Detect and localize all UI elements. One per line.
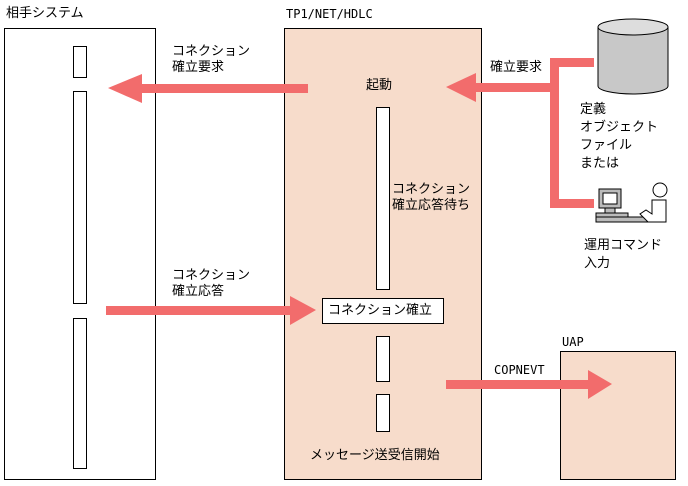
definition-label-line1: 定義 — [580, 102, 607, 117]
partner-activity-bar — [73, 91, 87, 304]
tp1-activity-bar — [376, 107, 390, 290]
database-cylinder-icon — [597, 18, 669, 95]
definition-label-line2: オブジェクト — [580, 120, 659, 135]
partner-system-title: 相手システム — [6, 6, 84, 21]
operator-at-computer-icon — [595, 182, 668, 223]
partner-activity-bar — [73, 46, 87, 78]
establish-request-arrow — [446, 73, 558, 102]
connection-established-label: コネクション確立 — [328, 303, 433, 318]
partner-activity-bar — [73, 318, 87, 469]
message-start-label: メッセージ送受信開始 — [310, 448, 440, 463]
connection-request-arrow — [108, 74, 308, 103]
connection-response-label-line1: コネクション — [172, 268, 251, 283]
source-bracket-line — [550, 58, 594, 208]
uap-box — [560, 351, 676, 480]
connection-request-label-line2: 確立要求 — [172, 60, 225, 75]
connection-established-box: コネクション確立 — [322, 298, 444, 324]
waiting-label-line2: 確立応答待ち — [392, 198, 471, 213]
copnevt-label: COPNEVT — [494, 363, 545, 377]
tp1-activity-bar — [376, 336, 390, 382]
copnevt-arrow — [446, 370, 612, 399]
tp1-title: TP1/NET/HDLC — [286, 7, 373, 21]
startup-label: 起動 — [366, 78, 393, 93]
definition-label-line4: または — [580, 156, 620, 171]
establish-request-label: 確立要求 — [490, 60, 543, 75]
connection-response-label-line2: 確立応答 — [172, 284, 225, 299]
tp1-activity-bar — [376, 394, 390, 432]
command-label-line1: 運用コマンド — [584, 238, 663, 253]
definition-label-line3: ファイル — [580, 138, 633, 153]
waiting-label-line1: コネクション — [392, 182, 471, 197]
connection-response-arrow — [106, 296, 316, 325]
command-label-line2: 入力 — [584, 256, 611, 271]
uap-title: UAP — [562, 335, 584, 349]
connection-request-label-line1: コネクション — [172, 44, 251, 59]
